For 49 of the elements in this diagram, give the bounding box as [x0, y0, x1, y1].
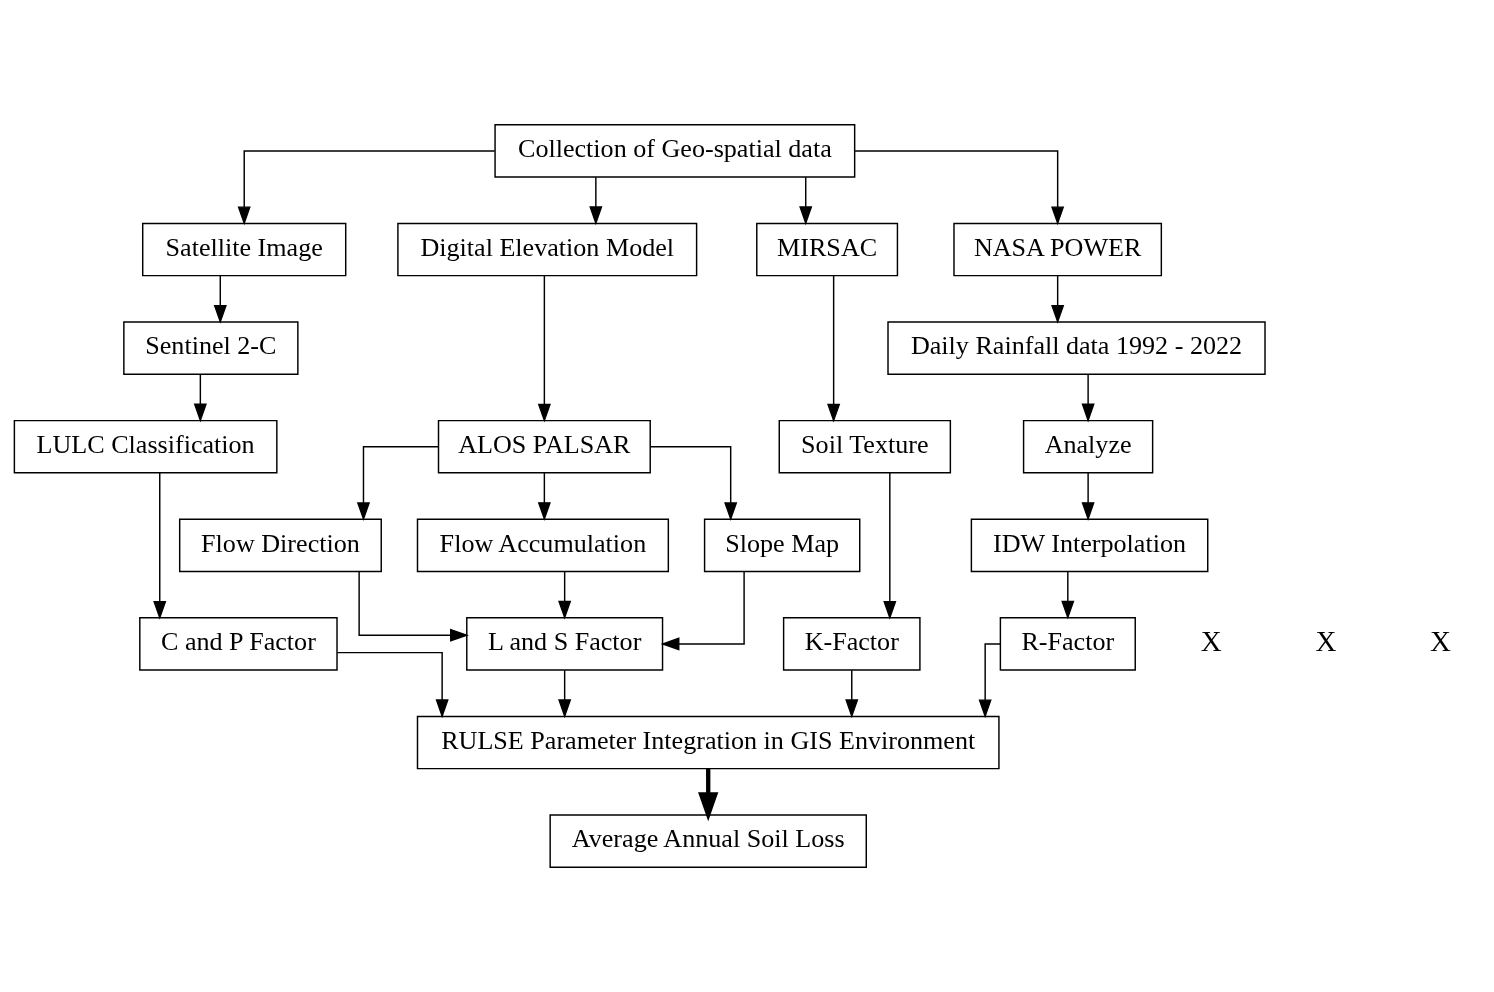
label: X: [1200, 625, 1222, 658]
node-box: NASA POWER: [953, 222, 1163, 277]
arrow: [356, 445, 439, 522]
arrow: [1081, 472, 1095, 521]
arrow: [358, 571, 469, 642]
arrow: [237, 150, 496, 226]
node-box: LULC Classification: [13, 419, 278, 474]
node-box: IDW Interpolation: [970, 518, 1209, 573]
arrow: [589, 176, 603, 226]
arrow: [558, 669, 572, 719]
arrow: [537, 274, 551, 423]
node-box: L and S Factor: [466, 617, 664, 671]
node-box: R-Factor: [999, 617, 1136, 671]
node-box: Daily Rainfall data 1992 - 2022: [887, 321, 1266, 375]
node-box: MIRSAC: [756, 222, 899, 277]
arrow: [698, 768, 719, 822]
node-box: Digital Elevation Model: [397, 222, 698, 277]
node-box: Analyze: [1022, 419, 1154, 474]
arrow: [649, 445, 738, 522]
node-box: Satellite Image: [142, 222, 347, 277]
node-box: Collection of Geo-spatial data: [494, 124, 856, 178]
arrow: [1051, 275, 1065, 324]
arrow: [153, 472, 167, 620]
arrow: [854, 150, 1065, 226]
node-box: Average Annual Soil Loss: [549, 814, 867, 868]
arrow: [660, 571, 745, 651]
node-box: K-Factor: [782, 617, 921, 671]
node-box: Flow Accumulation: [416, 518, 670, 573]
arrow: [827, 274, 841, 423]
node-box: RULSE Parameter Integration in GIS Environment: [416, 715, 1000, 770]
arrow: [799, 176, 813, 226]
label: X: [1315, 625, 1337, 658]
node-box: ALOS PALSAR: [437, 419, 651, 474]
node-box: Slope Map: [703, 518, 861, 573]
arrow: [1061, 571, 1075, 620]
node-box: C and P Factor: [139, 617, 338, 671]
arrow: [978, 643, 1002, 719]
arrow: [213, 275, 227, 324]
arrow: [537, 472, 551, 521]
arrow: [845, 669, 859, 719]
arrow: [1081, 373, 1095, 423]
arrow: [193, 373, 207, 423]
arrow: [883, 472, 897, 620]
node-box: Flow Direction: [178, 518, 382, 573]
node-box: Soil Texture: [778, 419, 952, 474]
arrow: [336, 651, 449, 719]
node-box: Sentinel 2-C: [123, 321, 299, 375]
label: X: [1429, 625, 1451, 658]
arrow: [558, 571, 572, 620]
